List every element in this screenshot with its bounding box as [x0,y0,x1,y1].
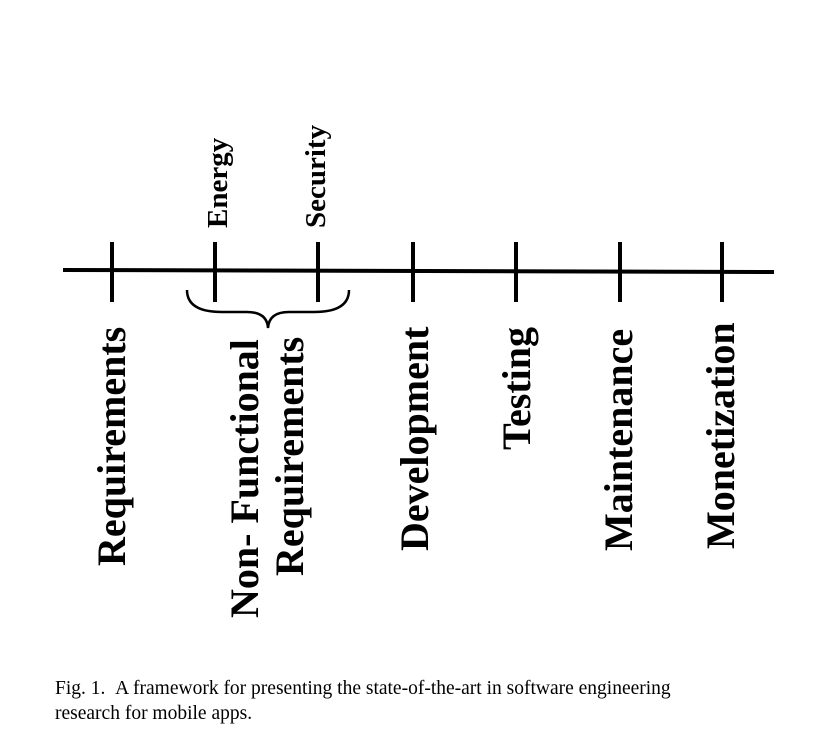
stage-label-requirements: Requirements [89,327,134,566]
framework-diagram: Energy Security Requirements Non- Functi… [62,124,775,618]
figure-caption: Fig. 1. A framework for presenting the s… [55,676,795,726]
curly-brace [185,289,351,329]
timeline-axis [62,268,775,274]
caption-line2: research for mobile apps. [55,701,795,726]
caption-fig-number: Fig. 1. [55,678,106,699]
security-label: Security [300,124,332,228]
stage-label-development: Development [392,326,437,551]
stage-label-non-functional-line1: Non- Functional [222,339,267,618]
caption-text-line1: A framework for presenting the state-of-… [115,678,671,699]
energy-label: Energy [202,137,234,228]
stage-label-non-functional-line2: Requirements [267,337,312,576]
caption-line1: Fig. 1. A framework for presenting the s… [55,676,795,701]
stage-label-monetization: Monetization [698,322,743,549]
stage-label-testing: Testing [494,327,539,450]
stage-label-maintenance: Maintenance [596,329,641,551]
caption-text-line2: research for mobile apps. [55,703,253,724]
